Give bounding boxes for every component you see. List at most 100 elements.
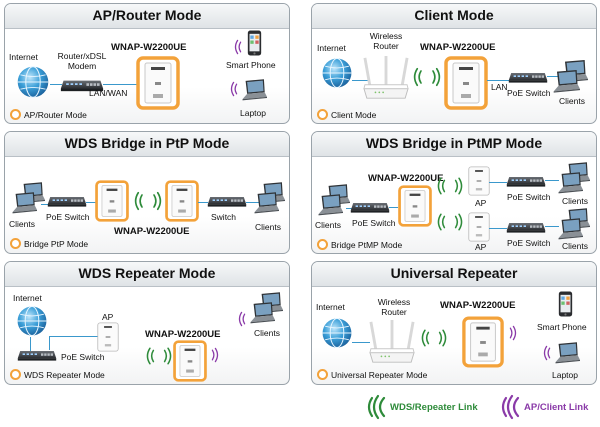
ap-label: AP — [102, 312, 114, 322]
ap-client-waves-icon — [227, 80, 239, 98]
wds-repeater-link-legend-label: WDS/Repeater Link — [390, 402, 478, 413]
access-point-icon — [97, 322, 119, 352]
poe-switch-label: PoE Switch — [352, 218, 396, 228]
poe-switch-label: PoE Switch — [507, 192, 551, 202]
mode-tag: Bridge PtMP Mode — [317, 239, 402, 250]
switch-icon — [207, 194, 247, 208]
ring-icon — [317, 369, 328, 380]
ap-client-link-legend-icon — [501, 394, 520, 420]
laptop-label: Laptop — [552, 370, 578, 380]
wds-link-waves-icon — [436, 212, 464, 232]
internet-label: Internet — [13, 293, 42, 303]
lan-wan-label: LAN/WAN — [89, 88, 128, 98]
wds-link-waves-icon — [412, 66, 442, 88]
laptop-icon — [557, 172, 583, 194]
internet-globe-icon — [320, 316, 354, 350]
panel-title: WDS Bridge in PtMP Mode — [365, 135, 543, 151]
cable-line — [246, 202, 260, 203]
access-point-icon — [398, 185, 432, 227]
mode-tag: Bridge PtP Mode — [10, 238, 88, 249]
access-point-icon — [173, 340, 207, 382]
laptop-icon — [557, 218, 583, 240]
internet-label: Internet — [317, 43, 346, 53]
poe-switch-label: PoE Switch — [46, 212, 90, 222]
panel-wds-bridge-ptp: WDS Bridge in PtP Mode Clients PoE Switc… — [4, 131, 290, 254]
laptop-icon — [11, 192, 37, 214]
poe-switch-icon — [47, 194, 87, 208]
ap-client-link-legend-label: AP/Client Link — [524, 402, 589, 413]
laptop-icon — [253, 192, 279, 214]
ap-label: AP — [475, 242, 487, 252]
ap-client-waves-icon — [508, 324, 520, 342]
ap-client-waves-icon — [210, 346, 222, 364]
modem-label: Router/xDSL Modem — [57, 51, 107, 71]
access-point-icon — [468, 212, 490, 242]
access-point-icon — [444, 56, 488, 110]
internet-label: Internet — [316, 302, 345, 312]
ap-client-waves-icon — [540, 344, 552, 362]
panel-title: Universal Repeater — [390, 265, 518, 281]
poe-switch-label: PoE Switch — [507, 88, 551, 98]
cable-line — [545, 226, 559, 227]
device-name: WNAP-W2200UE — [420, 42, 496, 53]
ap-label: AP — [475, 198, 487, 208]
internet-label: Internet — [9, 52, 38, 62]
laptop-icon — [552, 70, 580, 93]
wireless-router-icon — [362, 56, 410, 102]
cable-line — [50, 84, 62, 85]
mode-tag-label: Universal Repeater Mode — [331, 370, 428, 380]
laptop-icon — [241, 79, 267, 101]
mode-tag-label: Client Mode — [331, 110, 377, 120]
wds-link-waves-icon — [145, 346, 173, 366]
mode-tag: Universal Repeater Mode — [317, 369, 427, 380]
poe-switch-label: PoE Switch — [507, 238, 551, 248]
cable-line — [86, 202, 96, 203]
smartphone-label: Smart Phone — [537, 322, 587, 332]
ring-icon — [10, 238, 21, 249]
wireless-router-label: Wireless Router — [377, 297, 411, 317]
wds-link-waves-icon — [436, 176, 464, 196]
ring-icon — [10, 109, 21, 120]
smartphone-icon — [558, 290, 573, 318]
cable-line — [489, 182, 507, 183]
panel-header: WDS Bridge in PtMP Mode — [312, 132, 596, 157]
cable-line — [489, 228, 507, 229]
clients-label: Clients — [9, 219, 35, 229]
panel-wds-bridge-ptmp: WDS Bridge in PtMP Mode WNAP-W2200UE Cli… — [311, 131, 597, 254]
laptop-icon — [554, 342, 580, 364]
mode-tag-label: Bridge PtMP Mode — [331, 240, 403, 250]
clients-label: Clients — [315, 220, 341, 230]
panel-header: Universal Repeater — [312, 262, 596, 287]
panel-header: WDS Bridge in PtP Mode — [5, 132, 289, 157]
mode-tag-label: Bridge PtP Mode — [24, 239, 89, 249]
panel-title: Client Mode — [414, 7, 494, 23]
poe-switch-icon — [506, 220, 546, 234]
panel-header: AP/Router Mode — [5, 4, 289, 29]
poe-switch-icon — [350, 200, 390, 214]
cable-line — [30, 337, 31, 351]
mode-tag-label: AP/Router Mode — [24, 110, 87, 120]
device-name: WNAP-W2200UE — [368, 173, 444, 184]
cable-line — [41, 204, 49, 205]
access-point-icon — [462, 316, 504, 368]
ring-icon — [10, 369, 21, 380]
clients-label: Clients — [562, 196, 588, 206]
cable-line — [547, 76, 562, 77]
clients-label: Clients — [255, 222, 281, 232]
device-name: WNAP-W2200UE — [111, 42, 187, 53]
device-name: WNAP-W2200UE — [114, 226, 190, 237]
ring-icon — [317, 109, 328, 120]
panel-title: WDS Repeater Mode — [78, 265, 216, 281]
cable-line — [198, 202, 208, 203]
cable-line — [545, 180, 559, 181]
laptop-icon — [249, 302, 275, 324]
smartphone-label: Smart Phone — [226, 60, 276, 70]
panel-wds-repeater-mode: WDS Repeater Mode Internet PoE Switch AP… — [4, 261, 290, 385]
wds-repeater-link-legend-icon — [367, 394, 386, 420]
cable-line — [352, 80, 370, 81]
wireless-router-label: Wireless Router — [369, 31, 403, 51]
access-point-icon — [165, 180, 199, 222]
mode-tag: Client Mode — [317, 109, 376, 120]
device-name: WNAP-W2200UE — [440, 300, 516, 311]
cable-line — [103, 84, 137, 85]
